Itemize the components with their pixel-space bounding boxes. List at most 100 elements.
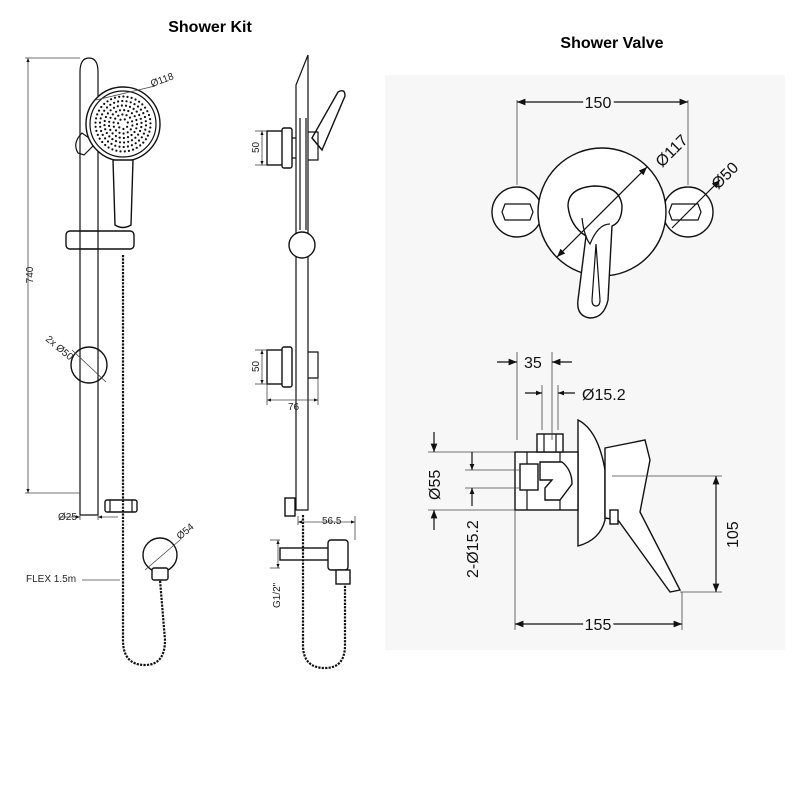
spray-nozzle [113,96,117,99]
bracket-diameter-label: 2x Ø50 [43,334,75,363]
inlet-diameter-label: Ø15.2 [582,387,626,404]
spray-nozzle [109,128,112,131]
spray-nozzle [115,110,118,113]
spray-nozzle [105,106,109,109]
spray-nozzle [146,110,149,113]
spray-nozzle [149,126,152,129]
spray-nozzle [98,137,101,140]
spray-nozzle [122,95,125,98]
rail-end-clip [104,499,138,513]
spray-nozzle [106,112,109,115]
spray-nozzle [122,145,125,149]
spray-nozzle [135,127,138,130]
spray-nozzle [118,126,121,129]
spray-nozzle [117,114,120,117]
outlet-diameter-label: Ø54 [175,521,197,542]
spray-nozzle [130,112,133,115]
spray-nozzle [124,104,128,107]
spray-nozzle [110,142,113,145]
spray-nozzle [96,113,99,116]
spray-nozzle [103,119,106,123]
spray-nozzle [106,140,110,143]
spray-nozzle [101,113,104,116]
spray-nozzle [140,121,143,124]
spray-nozzle [100,129,103,133]
left-inlet-cover [491,186,543,238]
hand-shower-head [85,86,161,162]
spray-nozzle [109,116,112,119]
spray-nozzle [139,117,142,120]
spray-nozzle [131,120,134,123]
spray-nozzle [107,146,110,149]
spray-nozzle [120,104,123,107]
spray-nozzle [126,95,129,98]
spray-nozzle [147,113,151,117]
spray-nozzle [133,103,136,106]
spray-nozzle [127,149,130,152]
spray-nozzle [99,125,102,128]
spray-nozzle [129,128,132,131]
spray-nozzle [108,124,111,127]
spray-nozzle [96,133,99,136]
side-wall-outlet [279,547,331,561]
spray-nozzle [126,145,129,148]
valve-height-label: 105 [725,521,742,548]
spray-nozzle [100,105,103,109]
spray-nozzle [109,109,112,112]
spray-nozzle [135,146,138,149]
spray-nozzle [126,136,130,139]
spray-nozzle [137,133,140,136]
spray-nozzle [118,131,121,134]
flex-hose-label: FLEX 1.5m [26,574,76,585]
spray-nozzle [140,125,143,129]
spray-nozzle [122,127,125,131]
spray-nozzle [117,122,120,125]
spray-nozzle [117,100,120,103]
spray-nozzle [112,121,115,124]
spray-nozzle [140,136,143,139]
spray-nozzle [114,144,117,147]
spray-nozzle [94,121,97,124]
spray-nozzle [134,98,137,101]
outlet-diameter-label-valve: 2-Ø15.2 [465,520,482,578]
spray-nozzle [142,132,145,135]
handset-holder [65,230,135,250]
spray-nozzle [144,124,148,127]
spray-nozzle [115,149,118,152]
spray-nozzle [128,105,132,108]
spray-nozzle [138,113,141,117]
shower-kit-title: Shower Kit [168,19,252,36]
bracket-spacing-top-label: 50 [251,141,262,153]
spray-nozzle [138,100,141,103]
spray-nozzle [130,139,134,142]
shower-valve-title: Shower Valve [560,35,663,52]
spray-nozzle [101,140,104,144]
spray-nozzle [104,128,107,131]
spray-nozzle [127,109,130,113]
side-handset [311,89,346,152]
spray-nozzle [128,116,132,119]
spray-nozzle [94,125,97,128]
spray-nozzle [98,121,102,124]
spray-nozzle [123,109,126,112]
spray-nozzle [144,128,147,131]
spray-nozzle [134,142,137,145]
spray-nozzle [111,113,114,116]
hand-shower-face [89,90,157,158]
top-inlet-nut [536,433,564,453]
spray-nozzle [125,114,128,117]
slide-rail [79,57,99,516]
spray-nozzle [130,133,133,137]
spray-nozzle [114,140,118,143]
shower-kit-front-view: 740 Ø118 2x Ø50 Ø25 FLEX 1.5m Ø54 [25,57,197,667]
spray-nozzle [130,96,133,99]
spray-nozzle [123,118,126,121]
spray-nozzle [103,102,106,105]
spray-nozzle [118,141,122,144]
spray-nozzle [148,130,151,133]
spray-nozzle [130,144,133,147]
head-diameter-label: Ø118 [149,71,175,90]
valve-width-label: 150 [585,95,612,112]
spray-nozzle [103,109,106,112]
